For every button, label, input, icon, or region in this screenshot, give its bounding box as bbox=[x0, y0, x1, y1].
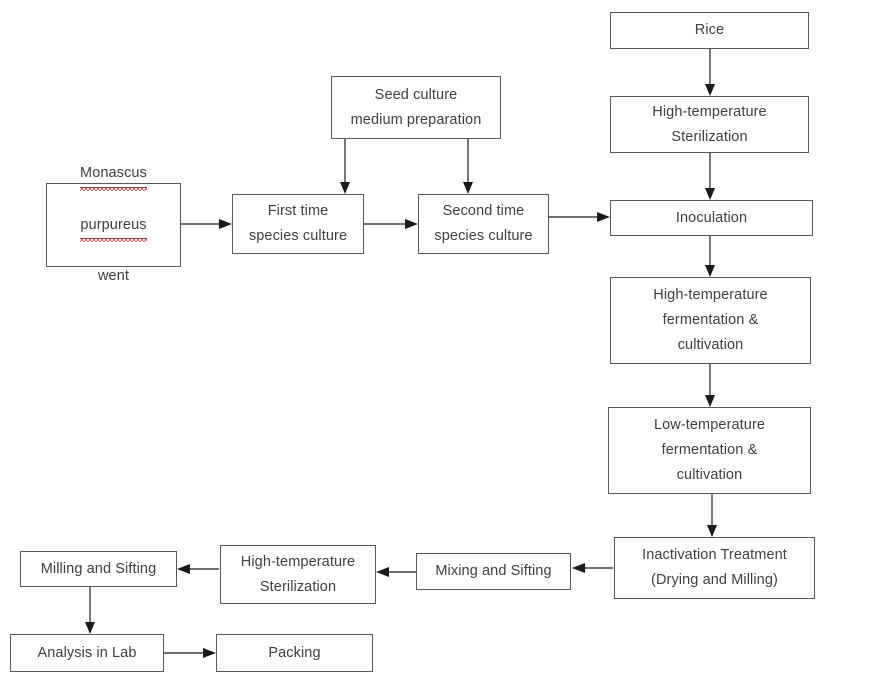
node-high-temperature-sterilization-bottom[interactable]: High-temperature Sterilization bbox=[220, 545, 376, 604]
node-label: Seed culture medium preparation bbox=[350, 86, 482, 128]
node-label: High-temperature Sterilization bbox=[240, 553, 356, 595]
node-label: First time species culture bbox=[248, 203, 348, 244]
node-label: Inactivation Treatment (Drying and Milli… bbox=[642, 547, 787, 588]
strain-author-line: went bbox=[97, 268, 129, 285]
node-label: Inoculation bbox=[675, 209, 748, 226]
node-second-time-species-culture[interactable]: Second time species culture bbox=[418, 194, 549, 254]
node-inactivation-treatment[interactable]: Inactivation Treatment (Drying and Milli… bbox=[614, 537, 815, 599]
node-first-time-species-culture[interactable]: First time species culture bbox=[232, 194, 364, 254]
strain-species-line: purpureus bbox=[80, 213, 147, 243]
misspelled-word-monascus: Monascus bbox=[80, 161, 147, 191]
node-label: Analysis in Lab bbox=[37, 644, 137, 661]
misspelled-word-purpureus: purpureus bbox=[80, 213, 147, 243]
node-milling-and-sifting[interactable]: Milling and Sifting bbox=[20, 551, 177, 587]
node-label: Second time species culture bbox=[434, 203, 533, 244]
node-mixing-and-sifting[interactable]: Mixing and Sifting bbox=[416, 553, 571, 590]
node-label: Milling and Sifting bbox=[40, 560, 157, 577]
node-label: High-temperature Sterilization bbox=[652, 103, 767, 145]
strain-genus-line: Monascus bbox=[80, 161, 147, 191]
node-high-temperature-sterilization-top[interactable]: High-temperature Sterilization bbox=[610, 96, 809, 153]
node-label: Packing bbox=[268, 644, 321, 661]
node-packing[interactable]: Packing bbox=[216, 634, 373, 672]
node-inoculation[interactable]: Inoculation bbox=[610, 200, 813, 236]
node-seed-culture-medium-preparation[interactable]: Seed culture medium preparation bbox=[331, 76, 501, 139]
node-rice[interactable]: Rice bbox=[610, 12, 809, 49]
node-analysis-in-lab[interactable]: Analysis in Lab bbox=[10, 634, 164, 672]
node-label: Mixing and Sifting bbox=[435, 563, 552, 580]
node-label: High-temperature fermentation & cultivat… bbox=[653, 287, 768, 353]
node-low-temperature-fermentation-cultivation[interactable]: Low-temperature fermentation & cultivati… bbox=[608, 407, 811, 494]
node-label: Rice bbox=[694, 22, 725, 39]
node-high-temperature-fermentation-cultivation[interactable]: High-temperature fermentation & cultivat… bbox=[610, 277, 811, 364]
node-label: Low-temperature fermentation & cultivati… bbox=[653, 417, 766, 483]
node-monascus-purpureus-went[interactable]: Monascus purpureus went bbox=[46, 165, 181, 284]
